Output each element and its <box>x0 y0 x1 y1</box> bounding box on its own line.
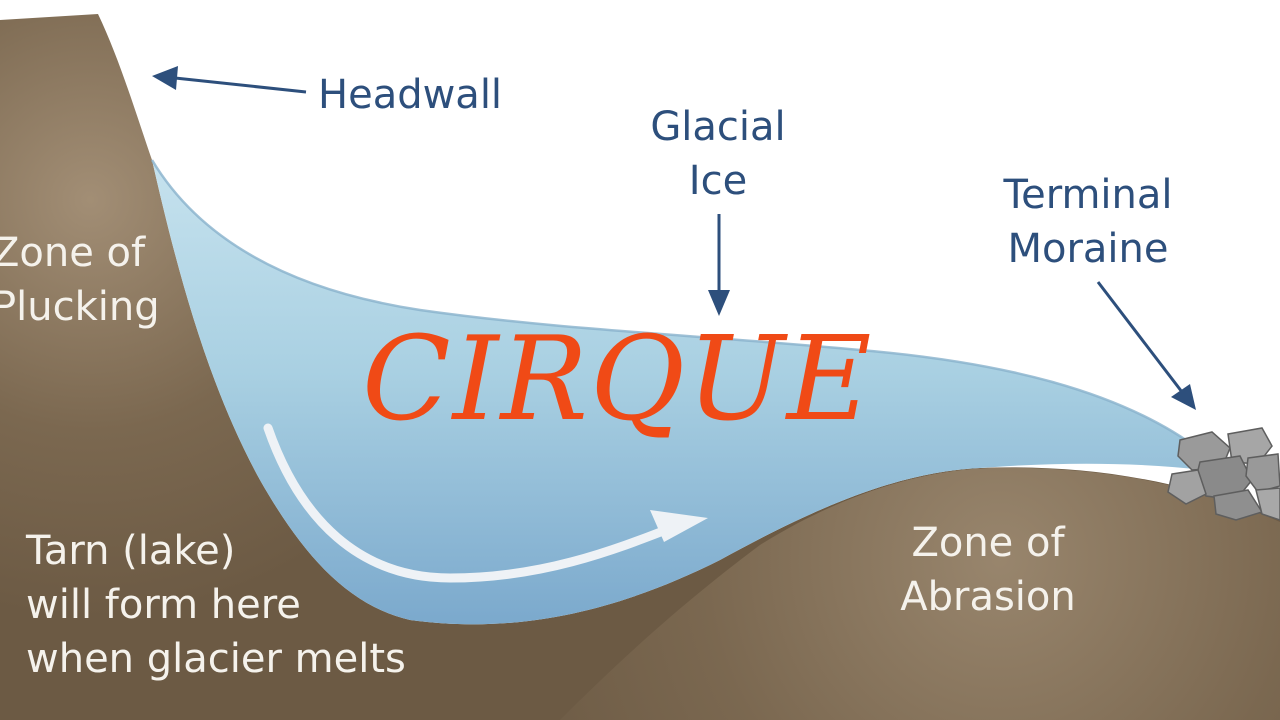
glacial-ice-arrowhead <box>708 290 730 316</box>
ice-flow-arrow <box>263 423 708 583</box>
ice-flow-arrowhead <box>650 510 708 542</box>
label-tarn-line2: will form here <box>26 582 301 628</box>
moraine-rocks <box>1167 427 1280 521</box>
glacial-ice <box>152 160 1205 625</box>
moraine-rock <box>1167 469 1207 505</box>
ice-surface-line <box>150 159 1201 452</box>
moraine-arrowhead <box>1171 384 1196 410</box>
label-tarn-line1: Tarn (lake) <box>26 528 236 574</box>
label-headwall: Headwall <box>318 72 503 118</box>
headwall-arrow-line <box>174 76 307 94</box>
moraine-rock <box>1213 489 1264 521</box>
label-zone-of-plucking-line2: Plucking <box>0 284 160 330</box>
label-zone-of-plucking-line1: Zone of <box>0 230 146 276</box>
label-tarn-line3: when glacier melts <box>26 636 406 682</box>
label-terminal-moraine-line2: Moraine <box>1007 226 1169 272</box>
bedrock-right-highlight <box>560 467 1280 720</box>
label-zone-of-abrasion-line2: Abrasion <box>900 574 1076 620</box>
headwall-arrowhead <box>152 66 178 90</box>
label-terminal-moraine-line1: Terminal <box>1003 172 1173 218</box>
moraine-arrow-line <box>1096 281 1184 393</box>
moraine-rock <box>1255 487 1280 521</box>
label-glacial-ice-line1: Glacial <box>650 104 786 150</box>
pointer-arrows <box>152 66 1196 410</box>
label-zone-of-abrasion-line1: Zone of <box>911 520 1065 566</box>
diagram-title: CIRQUE <box>362 312 874 447</box>
ice-flow-curve <box>263 423 681 583</box>
moraine-rock <box>1245 453 1280 493</box>
label-glacial-ice-line2: Ice <box>688 158 748 204</box>
